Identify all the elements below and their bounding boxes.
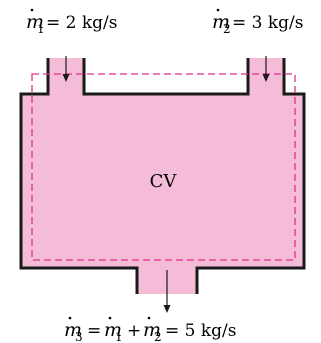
inlet-2-value: = 3 kg/s [232,13,304,33]
term-2-subscript: 2 [154,330,162,343]
tank-wall [19,58,306,294]
control-volume-boundary [31,73,296,261]
inlet-2-symbol: m [212,11,230,33]
outlet-3-arrow [163,270,171,313]
outlet-3-dot [68,316,72,320]
term-1-dot [108,316,112,320]
term-2-dot [147,316,151,320]
inlet-2-subscript: 2 [223,22,231,36]
inlet-2-dot [216,8,220,12]
term-1-subscript: 1 [115,330,123,343]
cv-label: CV [150,171,178,192]
inlet-1-subscript: 1 [37,22,45,36]
tank-fill [21,58,304,294]
inlet-1-dot [30,8,34,12]
inlet-2-arrow [262,56,270,82]
inlet-1-value: = 2 kg/s [46,13,118,33]
outlet-3-label: m 3 = m 1 + m 2 = 5 kg/s [64,316,237,343]
inlet-1-arrow [62,56,70,82]
outlet-3-value: = 5 kg/s [165,321,237,341]
inlet-1-symbol: m [26,11,44,33]
inlet-2-label: m 2 = 3 kg/s [212,8,304,36]
plus-sign: + [127,321,141,341]
inlet-1-label: m 1 = 2 kg/s [26,8,118,36]
outlet-3-subscript: 3 [75,330,83,343]
term-1-symbol: m [104,319,122,341]
outlet-3-symbol: m [64,319,82,341]
term-2-symbol: m [143,319,161,341]
outlet-3-equals: = [87,321,101,341]
